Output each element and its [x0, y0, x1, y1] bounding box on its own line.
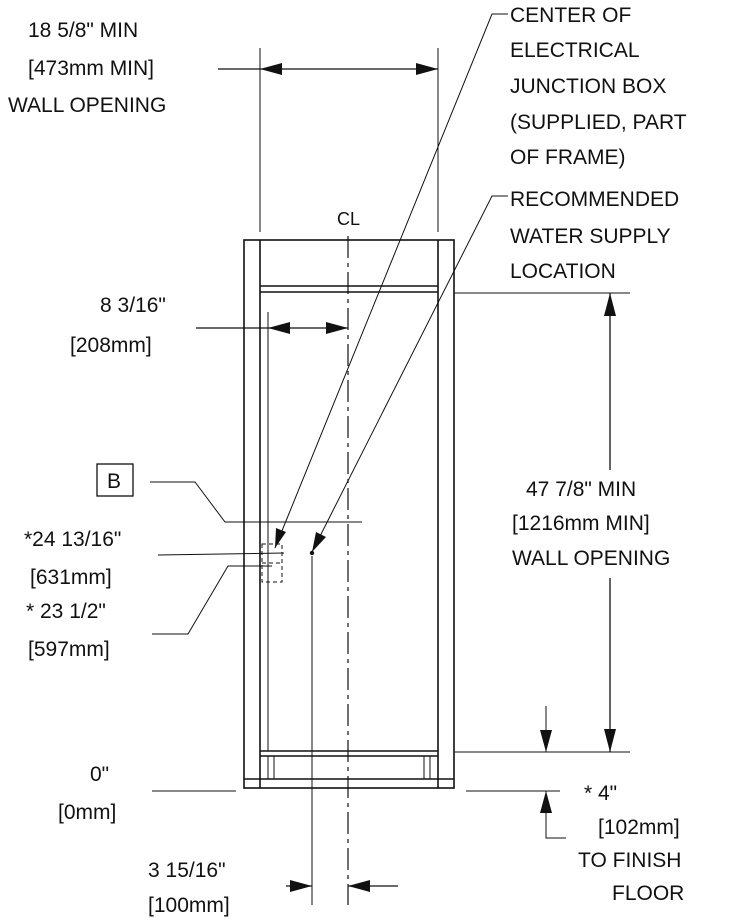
- floor-arrow-lower: [540, 791, 552, 813]
- offset-arrow-left: [268, 322, 290, 334]
- offset-label-line1: 8 3/16": [100, 294, 166, 317]
- water-label-line1: RECOMMENDED: [510, 188, 679, 211]
- floor-label-line3: TO FINISH: [578, 849, 681, 872]
- floor-dim-lower: [545, 791, 566, 839]
- water-leader-arrow: [312, 532, 326, 552]
- electrical-label-line2: ELECTRICAL: [510, 39, 640, 62]
- height-label-line2: [1216mm MIN]: [512, 512, 650, 535]
- b-tag-box: [96, 463, 134, 497]
- electrical-leader-line: [274, 13, 508, 549]
- floor-dimension: [540, 706, 566, 839]
- bottom-label-line2: [100mm]: [148, 894, 230, 917]
- frame-outer: [243, 239, 455, 789]
- height-label-line1: 47 7/8" MIN: [526, 478, 636, 501]
- width-label-line3: WALL OPENING: [8, 94, 166, 117]
- width-arrow-right: [416, 63, 438, 75]
- height-label-mask: [500, 470, 725, 578]
- zero-label-line2: [0mm]: [58, 801, 116, 824]
- elevation-leaders: [152, 552, 285, 635]
- width-label-line2: [473mm MIN]: [28, 57, 154, 80]
- floor-label-line4: FLOOR: [612, 882, 684, 905]
- water-supply-point: [309, 550, 315, 556]
- water-leader-line: [311, 195, 508, 553]
- offset-dimension: [196, 322, 348, 334]
- centerline-c: CL: [337, 209, 360, 229]
- electrical-label-line5: OF FRAME): [510, 146, 626, 169]
- electrical-label-line3: JUNCTION BOX: [510, 75, 666, 98]
- b-tag-leader: [150, 481, 362, 523]
- water-leader: [309, 195, 508, 556]
- width-dimension: [218, 48, 439, 232]
- electrical-label-line4: (SUPPLIED, PART: [510, 111, 687, 134]
- elev-a-label-line1: *24 13/16": [24, 528, 121, 551]
- water-label-line3: LOCATION: [510, 260, 616, 283]
- b-tag: [96, 463, 362, 523]
- bottom-arrow-left: [290, 880, 312, 892]
- offset-arrow-right: [326, 322, 348, 334]
- height-arrow-bottom: [604, 729, 616, 752]
- b-tag-label: B: [107, 470, 121, 493]
- elev-a-leader: [157, 552, 285, 556]
- bottom-arrow-right: [348, 880, 370, 892]
- elev-b-label-line1: * 23 1/2": [26, 600, 106, 623]
- electrical-label-line1: CENTER OF: [510, 4, 631, 27]
- electrical-leader: [274, 13, 508, 549]
- floor-label-line1: * 4": [584, 782, 617, 805]
- zero-label-line1: 0": [90, 763, 109, 786]
- centerline-symbol: CL: [337, 209, 360, 229]
- floor-arrow-upper: [540, 730, 552, 752]
- junction-box: [261, 543, 283, 583]
- width-arrow-left: [260, 63, 282, 75]
- water-label-line2: WATER SUPPLY: [510, 225, 671, 248]
- offset-label-line2: [208mm]: [70, 334, 152, 357]
- width-label-line1: 18 5/8" MIN: [28, 19, 138, 42]
- electrical-leader-arrow: [275, 528, 286, 548]
- elev-b-leader: [152, 565, 272, 635]
- height-arrow-top: [604, 293, 616, 316]
- wall-frame: [243, 239, 455, 789]
- bottom-dimension: [286, 556, 398, 905]
- bottom-label-line1: 3 15/16": [148, 859, 226, 882]
- floor-label-line2: [102mm]: [598, 816, 680, 839]
- height-label-line3: WALL OPENING: [512, 547, 670, 570]
- junction-box-outline: [261, 543, 283, 583]
- elev-a-label-line2: [631mm]: [30, 566, 112, 589]
- elev-b-label-line2: [597mm]: [28, 638, 110, 661]
